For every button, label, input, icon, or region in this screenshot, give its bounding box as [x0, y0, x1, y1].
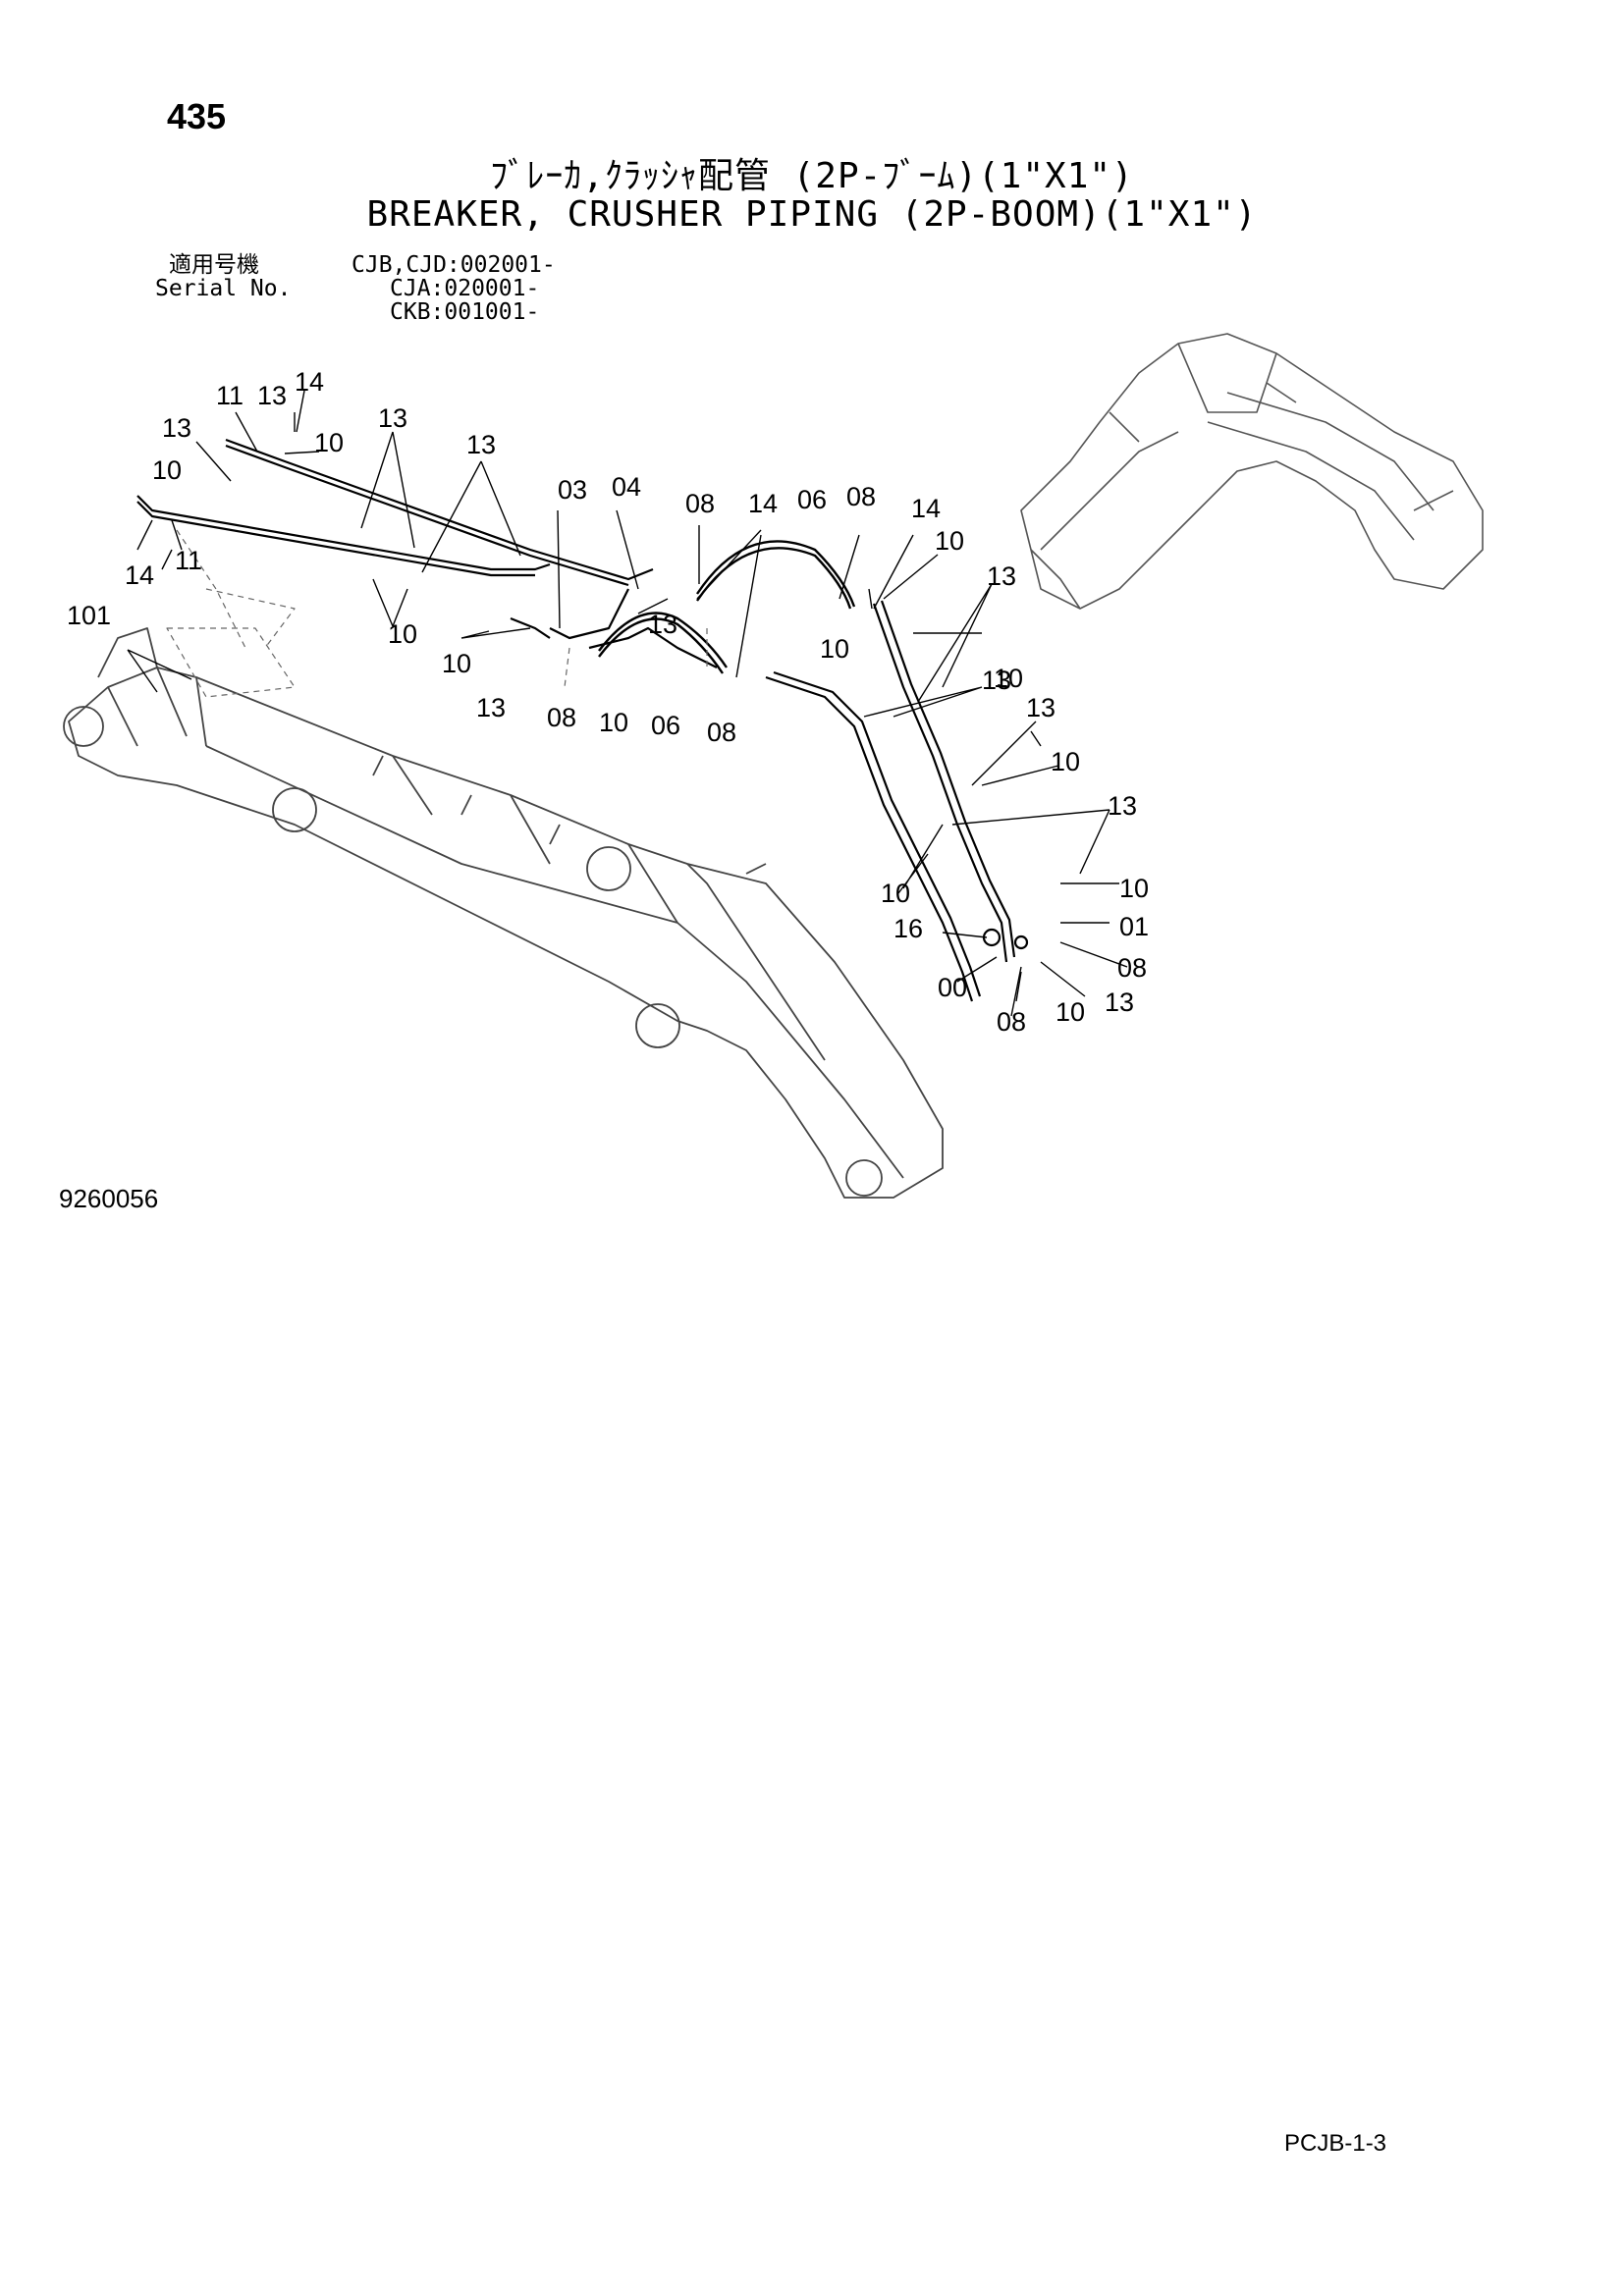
callout-01: 01	[1119, 912, 1149, 941]
callout-06-b: 06	[651, 711, 680, 740]
callout-10-mid-b: 10	[442, 649, 471, 678]
callout-10-left: 10	[152, 455, 182, 485]
page-number: 435	[167, 96, 227, 136]
callout-08-b: 08	[846, 482, 876, 511]
callout-13-arm-4: 13	[1108, 791, 1137, 821]
callout-08-e: 08	[1117, 953, 1147, 983]
serial-line-2: CJA:020001-	[390, 276, 540, 301]
callout-13-hose: 13	[648, 610, 677, 639]
callout-numbers: 11 13 14 13 10 13 13 10 14 11 13 03 04 0…	[67, 367, 1149, 1037]
callout-08-d: 08	[707, 718, 736, 747]
callout-10-right: 10	[935, 526, 964, 556]
serial-line-1: CJB,CJD:002001-	[352, 252, 556, 278]
callout-06-a: 06	[797, 485, 827, 514]
callout-08-a: 08	[685, 489, 715, 518]
callout-11-top: 11	[216, 381, 244, 410]
callout-13-bottom: 13	[1105, 988, 1134, 1017]
hose-lines	[598, 540, 856, 674]
callout-13-arm-2: 13	[982, 666, 1011, 695]
title-english: BREAKER, CRUSHER PIPING (2P-BOOM)(1"X1")	[366, 194, 1258, 235]
serial-label-jp: 適用号機	[169, 252, 259, 278]
callout-101: 101	[67, 601, 111, 630]
callout-08-c: 08	[547, 703, 576, 732]
dashed-guides	[166, 529, 708, 698]
callout-10-top: 10	[314, 428, 344, 457]
callout-13-arm-3: 13	[1026, 693, 1056, 722]
serial-label-en: Serial No.	[155, 276, 292, 301]
callout-13-left: 13	[162, 413, 191, 443]
callout-14-right: 14	[911, 494, 941, 523]
callout-10-arm-3: 10	[1051, 747, 1080, 776]
excavator-overview-illustration	[1020, 333, 1484, 610]
pipe-set-upper	[136, 438, 718, 668]
callout-10-arm-4: 10	[881, 879, 910, 908]
callout-08-f: 08	[997, 1007, 1026, 1037]
callout-14-left: 14	[125, 561, 154, 590]
callout-03: 03	[558, 475, 587, 505]
callout-13-top: 13	[257, 381, 287, 410]
callout-04: 04	[612, 472, 641, 502]
callout-00: 00	[938, 973, 967, 1002]
serial-line-3: CKB:001001-	[390, 299, 540, 325]
title-japanese: ﾌﾞﾚｰｶ,ｸﾗｯｼｬ配管 (2P-ﾌﾞｰﾑ)(1"X1")	[490, 156, 1134, 196]
callout-10-c: 10	[599, 708, 628, 737]
boom-illustration	[63, 627, 944, 1199]
callout-13-lower: 13	[476, 693, 506, 722]
callout-16: 16	[893, 914, 923, 943]
callout-13-arm-1: 13	[987, 561, 1016, 591]
callout-14-hose: 14	[748, 489, 778, 518]
callout-10-mid-a: 10	[388, 619, 417, 649]
callout-14-top: 14	[295, 367, 324, 397]
page-code: PCJB-1-3	[1284, 2130, 1387, 2157]
document-id: 9260056	[59, 1184, 159, 1213]
leader-lines	[127, 390, 1128, 1017]
callout-11-left: 11	[175, 546, 202, 575]
callout-10-arm-2: 10	[994, 664, 1023, 693]
callout-13-mid: 13	[378, 403, 407, 433]
callout-13-right: 13	[466, 430, 496, 459]
callout-10-arm-5: 10	[1119, 874, 1149, 903]
callout-10-bottom: 10	[1056, 997, 1085, 1027]
callout-10-arm-1: 10	[820, 634, 849, 664]
